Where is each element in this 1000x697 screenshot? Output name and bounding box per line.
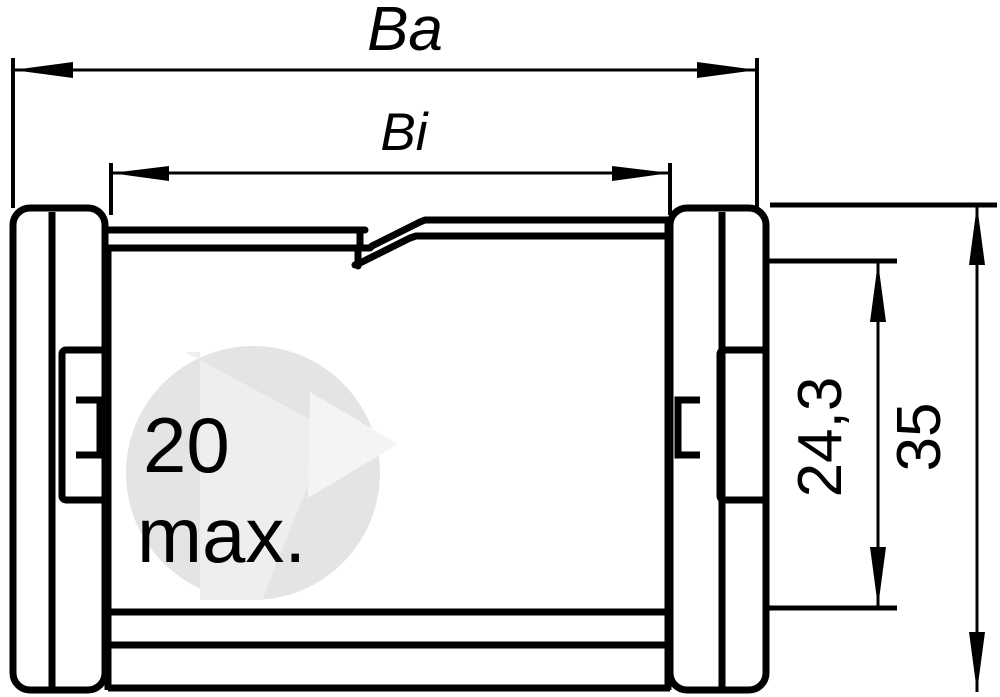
enclosure-body bbox=[9, 204, 770, 694]
label-inner-height: 24,3 bbox=[786, 377, 855, 498]
cover-step-lower bbox=[351, 232, 674, 269]
label-depth-value: 20 bbox=[143, 401, 230, 489]
arrowhead-right bbox=[697, 62, 757, 78]
play-button-watermark bbox=[126, 346, 398, 600]
arrowhead-top bbox=[969, 205, 985, 265]
dimension-outer-width bbox=[11, 58, 759, 208]
dimension-inner-width bbox=[109, 163, 672, 215]
label-inner-width: Bi bbox=[380, 103, 428, 162]
arrowhead-left bbox=[13, 62, 73, 78]
label-outer-height: 35 bbox=[885, 403, 954, 472]
right-endcap-tab bbox=[674, 396, 700, 459]
height-extension-lines bbox=[766, 202, 997, 611]
arrowhead-bottom bbox=[870, 547, 886, 607]
dimension-inner-height bbox=[870, 262, 886, 607]
arrowhead-right bbox=[612, 166, 670, 181]
right-endcap-slot bbox=[716, 346, 770, 504]
dimension-outer-height bbox=[969, 205, 985, 692]
label-outer-width: Ba bbox=[367, 0, 443, 64]
arrowhead-left bbox=[111, 166, 169, 181]
arrowhead-bottom bbox=[969, 632, 985, 692]
arrowhead-top bbox=[870, 262, 886, 322]
cover-step-upper bbox=[101, 216, 674, 252]
left-endcap-tab bbox=[76, 396, 104, 459]
label-depth-qualifier: max. bbox=[137, 491, 306, 579]
